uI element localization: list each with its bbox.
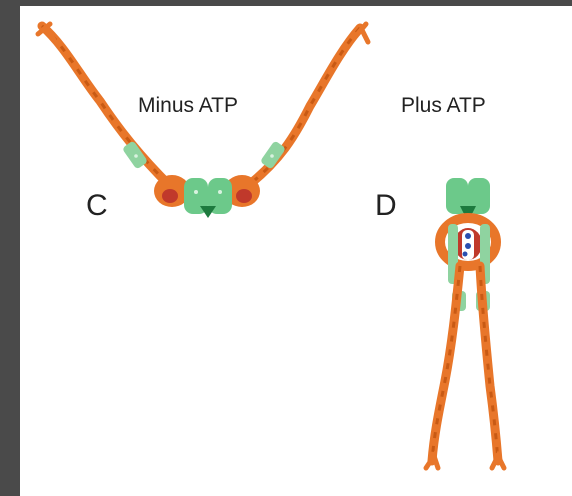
minus-atp-label: Minus ATP — [138, 94, 238, 118]
panel-c-label: C — [86, 189, 108, 223]
myosin-diagram — [20, 6, 572, 496]
plus-atp-label: Plus ATP — [401, 94, 486, 118]
panel-d-label: D — [375, 189, 397, 223]
atp-dot-3 — [463, 252, 468, 257]
figure-panel: Minus ATP Plus ATP C D — [20, 6, 572, 496]
atp-dot-2 — [465, 243, 471, 249]
atp-dot-1 — [465, 233, 471, 239]
plus-atp-structure — [426, 178, 504, 468]
